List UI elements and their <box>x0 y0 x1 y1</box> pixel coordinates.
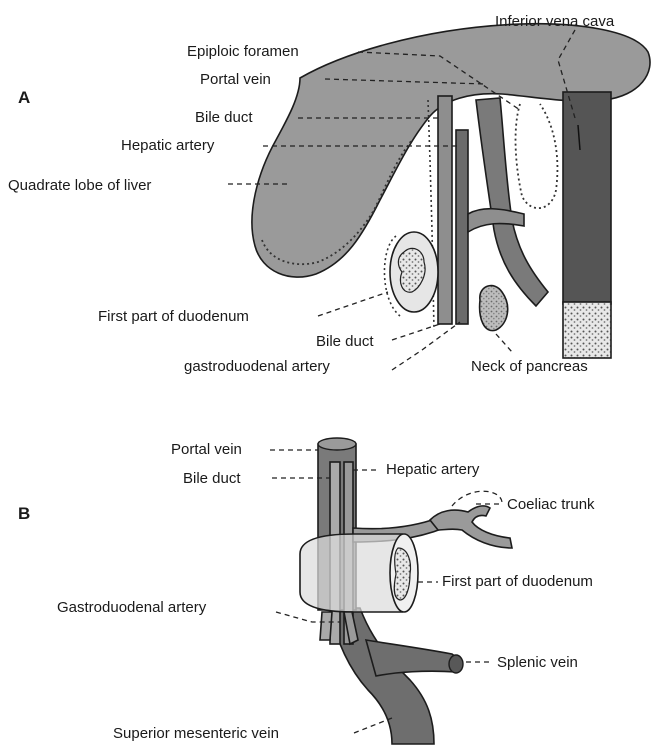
label-inferior-vena-cava: Inferior vena cava <box>495 13 615 30</box>
splenic-vein <box>366 640 460 676</box>
label-first-part-duodenum-a: First part of duodenum <box>98 308 249 325</box>
label-gastroduodenal-artery-b: Gastroduodenal artery <box>57 599 207 616</box>
leader-smv <box>354 718 392 733</box>
label-portal-vein-a: Portal vein <box>200 71 271 88</box>
label-epiploic-foramen: Epiploic foramen <box>187 43 299 60</box>
label-hepatic-artery-b: Hepatic artery <box>386 461 480 478</box>
coeliac-trunk <box>430 506 512 548</box>
epiploic-foramen-outline <box>516 104 558 208</box>
label-neck-of-pancreas: Neck of pancreas <box>471 358 588 375</box>
bile-duct <box>438 96 452 324</box>
inferior-vena-cava <box>563 92 611 304</box>
label-bile-duct-a: Bile duct <box>195 109 253 126</box>
portal-vein <box>476 98 548 306</box>
label-splenic-vein: Splenic vein <box>497 654 578 671</box>
ivc-cut-end <box>563 302 611 358</box>
label-portal-vein-b: Portal vein <box>171 441 242 458</box>
leader-duodenum-a <box>318 292 388 316</box>
label-gastroduodenal-artery-a: gastroduodenal artery <box>184 358 330 375</box>
bile-duct-lower-b <box>320 612 332 640</box>
label-bile-duct-lower: Bile duct <box>316 333 374 350</box>
neck-of-pancreas <box>480 286 508 331</box>
leader-bile-duct-lower <box>392 324 440 340</box>
label-superior-mesenteric-vein: Superior mesenteric vein <box>113 725 279 742</box>
panel-a: A <box>8 13 650 375</box>
label-quadrate-lobe: Quadrate lobe of liver <box>8 177 151 194</box>
label-hepatic-artery-a: Hepatic artery <box>121 137 215 154</box>
panel-b: B Portal vein Bile duct <box>18 438 595 744</box>
leader-pancreas <box>496 334 512 352</box>
splenic-vein-end <box>449 655 463 673</box>
duodenum-cylinder-b <box>300 534 402 612</box>
label-bile-duct-b: Bile duct <box>183 470 241 487</box>
label-coeliac-trunk: Coeliac trunk <box>507 496 595 513</box>
panel-b-letter: B <box>18 504 30 523</box>
leader-gastroduodenal <box>392 322 460 370</box>
label-first-part-duodenum-b: First part of duodenum <box>442 573 593 590</box>
portal-vein-top <box>318 438 356 450</box>
panel-a-letter: A <box>18 88 30 107</box>
hepatic-artery <box>456 130 468 324</box>
